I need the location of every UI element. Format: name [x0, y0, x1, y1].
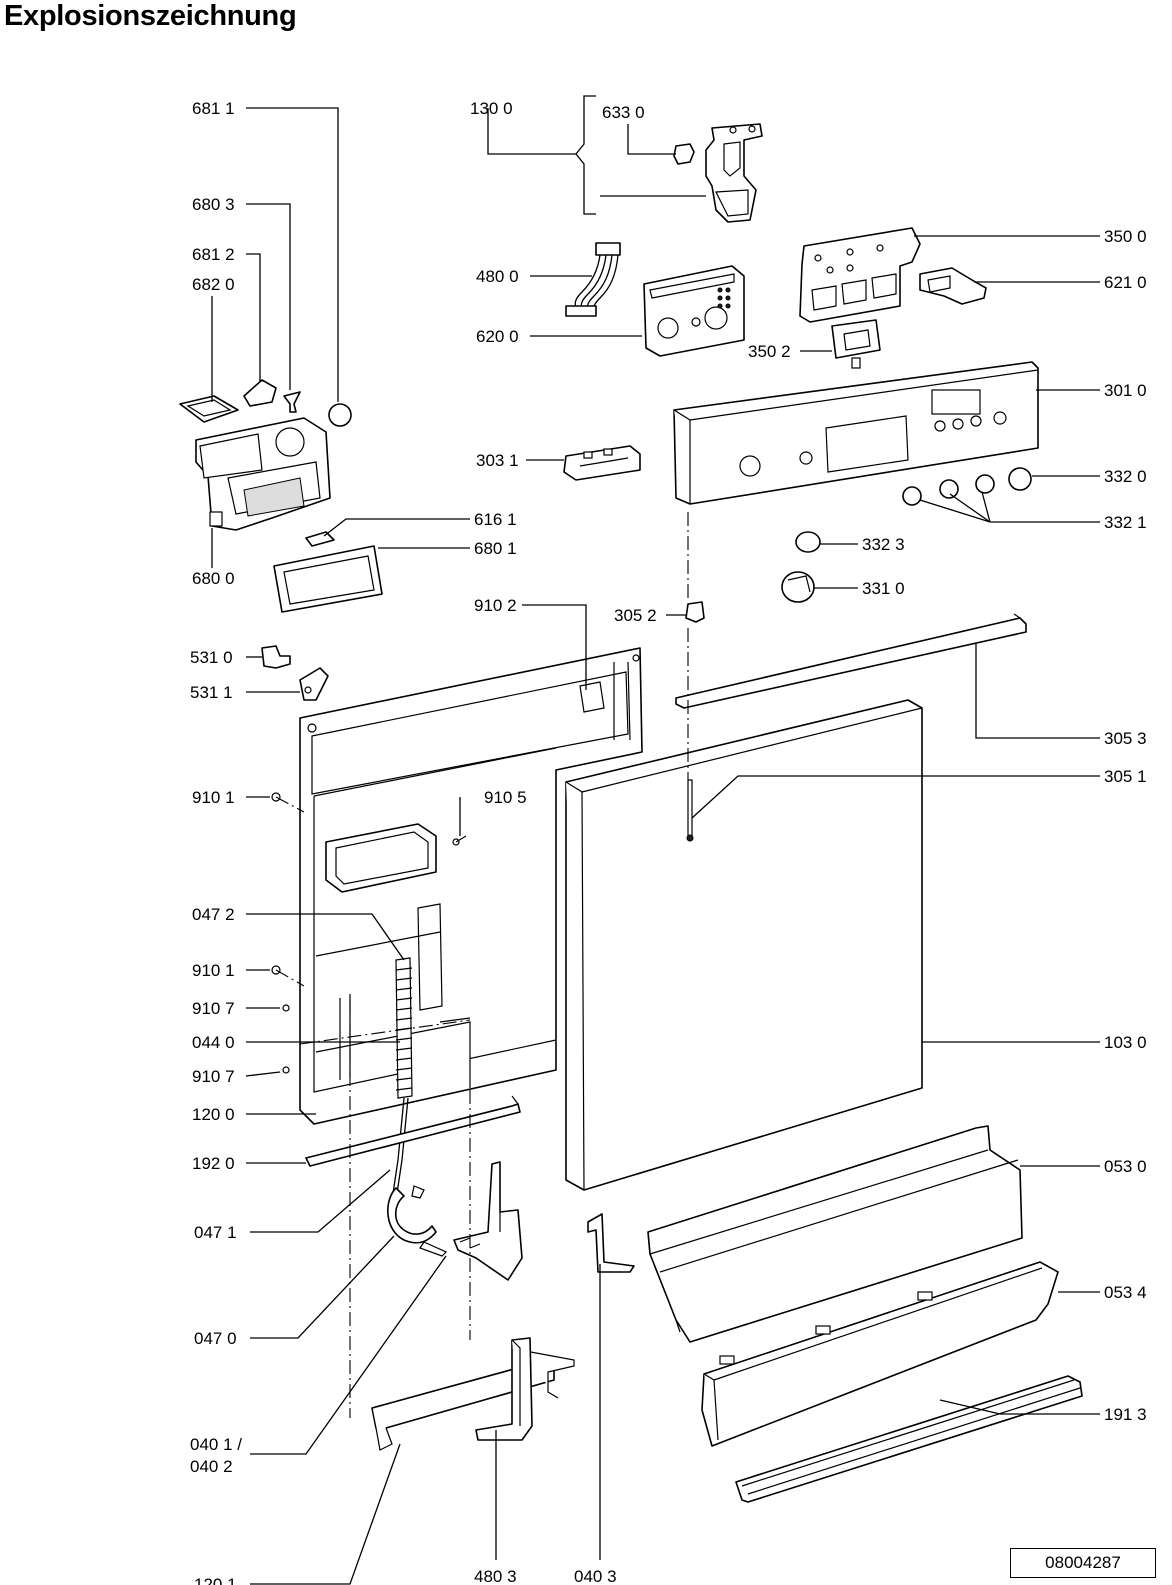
label-682-0: 682 0: [192, 275, 235, 294]
switch-block-part: [919, 267, 987, 305]
label-305-1: 305 1: [1104, 767, 1147, 786]
assembly-axes: [275, 512, 689, 1418]
dispenser-part: [195, 417, 331, 531]
label-301-0: 301 0: [1104, 381, 1147, 400]
latch-parts: [261, 645, 329, 701]
inner-door-frame-part: [299, 647, 643, 1125]
label-910-5: 910 5: [484, 788, 527, 807]
label-331-0: 331 0: [862, 579, 905, 598]
label-350-2: 350 2: [748, 342, 791, 361]
page-title: Explosionszeichnung: [4, 0, 297, 32]
label-681-1: 681 1: [192, 99, 235, 118]
label-910-2: 910 2: [474, 596, 517, 615]
label-040-2: 040 2: [190, 1457, 233, 1476]
hinge-arm-part: [453, 1161, 523, 1281]
knobs-part: [781, 467, 1032, 603]
label-191-3: 191 3: [1104, 1405, 1147, 1424]
label-305-3: 305 3: [1104, 729, 1147, 748]
label-680-0: 680 0: [192, 569, 235, 588]
strip-part-192: [305, 1095, 521, 1167]
label-616-1: 616 1: [474, 510, 517, 529]
part-number-labels: 681 1 130 0 633 0 680 3 681 2 682 0 350 …: [190, 99, 1147, 1585]
lower-cover-part: [701, 1261, 1059, 1447]
label-040-1: 040 1 /: [190, 1435, 242, 1454]
label-120-1: 120 1: [194, 1575, 237, 1585]
switch-part-303: [563, 445, 641, 481]
outer-door-panel-part: [565, 699, 923, 1191]
lower-plinth-part: [371, 1337, 575, 1451]
label-305-2: 305 2: [614, 606, 657, 625]
label-531-0: 531 0: [190, 648, 233, 667]
label-910-7-upper: 910 7: [192, 999, 235, 1018]
top-rail-part: [675, 613, 1027, 709]
label-531-1: 531 1: [190, 683, 233, 702]
small-board-part: [831, 319, 881, 369]
part-drawings: [179, 123, 1083, 1503]
label-621-0: 621 0: [1104, 273, 1147, 292]
label-350-0: 350 0: [1104, 227, 1147, 246]
kick-plate-part: [647, 1125, 1023, 1343]
label-044-0: 044 0: [192, 1033, 235, 1052]
spring-part: [391, 957, 413, 1201]
control-panel-part: [673, 361, 1039, 505]
label-053-4: 053 4: [1104, 1283, 1147, 1302]
control-module-part: [643, 265, 745, 357]
dispenser-seal-part: [273, 531, 383, 613]
label-332-0: 332 0: [1104, 467, 1147, 486]
hinge-bracket-part: [673, 123, 763, 223]
hook-part: [387, 1185, 448, 1257]
label-910-1-upper: 910 1: [192, 788, 235, 807]
label-480-0: 480 0: [476, 267, 519, 286]
bracket-part-040-3: [587, 1213, 635, 1273]
document-number: 08004287: [1010, 1548, 1156, 1578]
label-130-0: 130 0: [470, 99, 513, 118]
label-047-2: 047 2: [192, 905, 235, 924]
label-192-0: 192 0: [192, 1154, 235, 1173]
dispenser-small-parts: [179, 379, 352, 427]
label-680-3: 680 3: [192, 195, 235, 214]
electronic-board-part: [799, 227, 921, 323]
screws-part: [271, 601, 705, 1074]
label-680-1: 680 1: [474, 539, 517, 558]
label-103-0: 103 0: [1104, 1033, 1147, 1052]
label-681-2: 681 2: [192, 245, 235, 264]
label-047-1: 047 1: [194, 1223, 237, 1242]
label-120-0: 120 0: [192, 1105, 235, 1124]
label-633-0: 633 0: [602, 103, 645, 122]
label-332-1: 332 1: [1104, 513, 1147, 532]
label-910-7-lower: 910 7: [192, 1067, 235, 1086]
label-910-1-lower: 910 1: [192, 961, 235, 980]
wiring-harness-part: [565, 242, 621, 317]
label-303-1: 303 1: [476, 451, 519, 470]
label-620-0: 620 0: [476, 327, 519, 346]
label-332-3: 332 3: [862, 535, 905, 554]
leader-lines: [211, 95, 1100, 1585]
bottom-strip-part: [735, 1375, 1083, 1503]
label-047-0: 047 0: [194, 1329, 237, 1348]
label-040-3: 040 3: [574, 1567, 617, 1585]
label-480-3: 480 3: [474, 1567, 517, 1585]
label-053-0: 053 0: [1104, 1157, 1147, 1176]
